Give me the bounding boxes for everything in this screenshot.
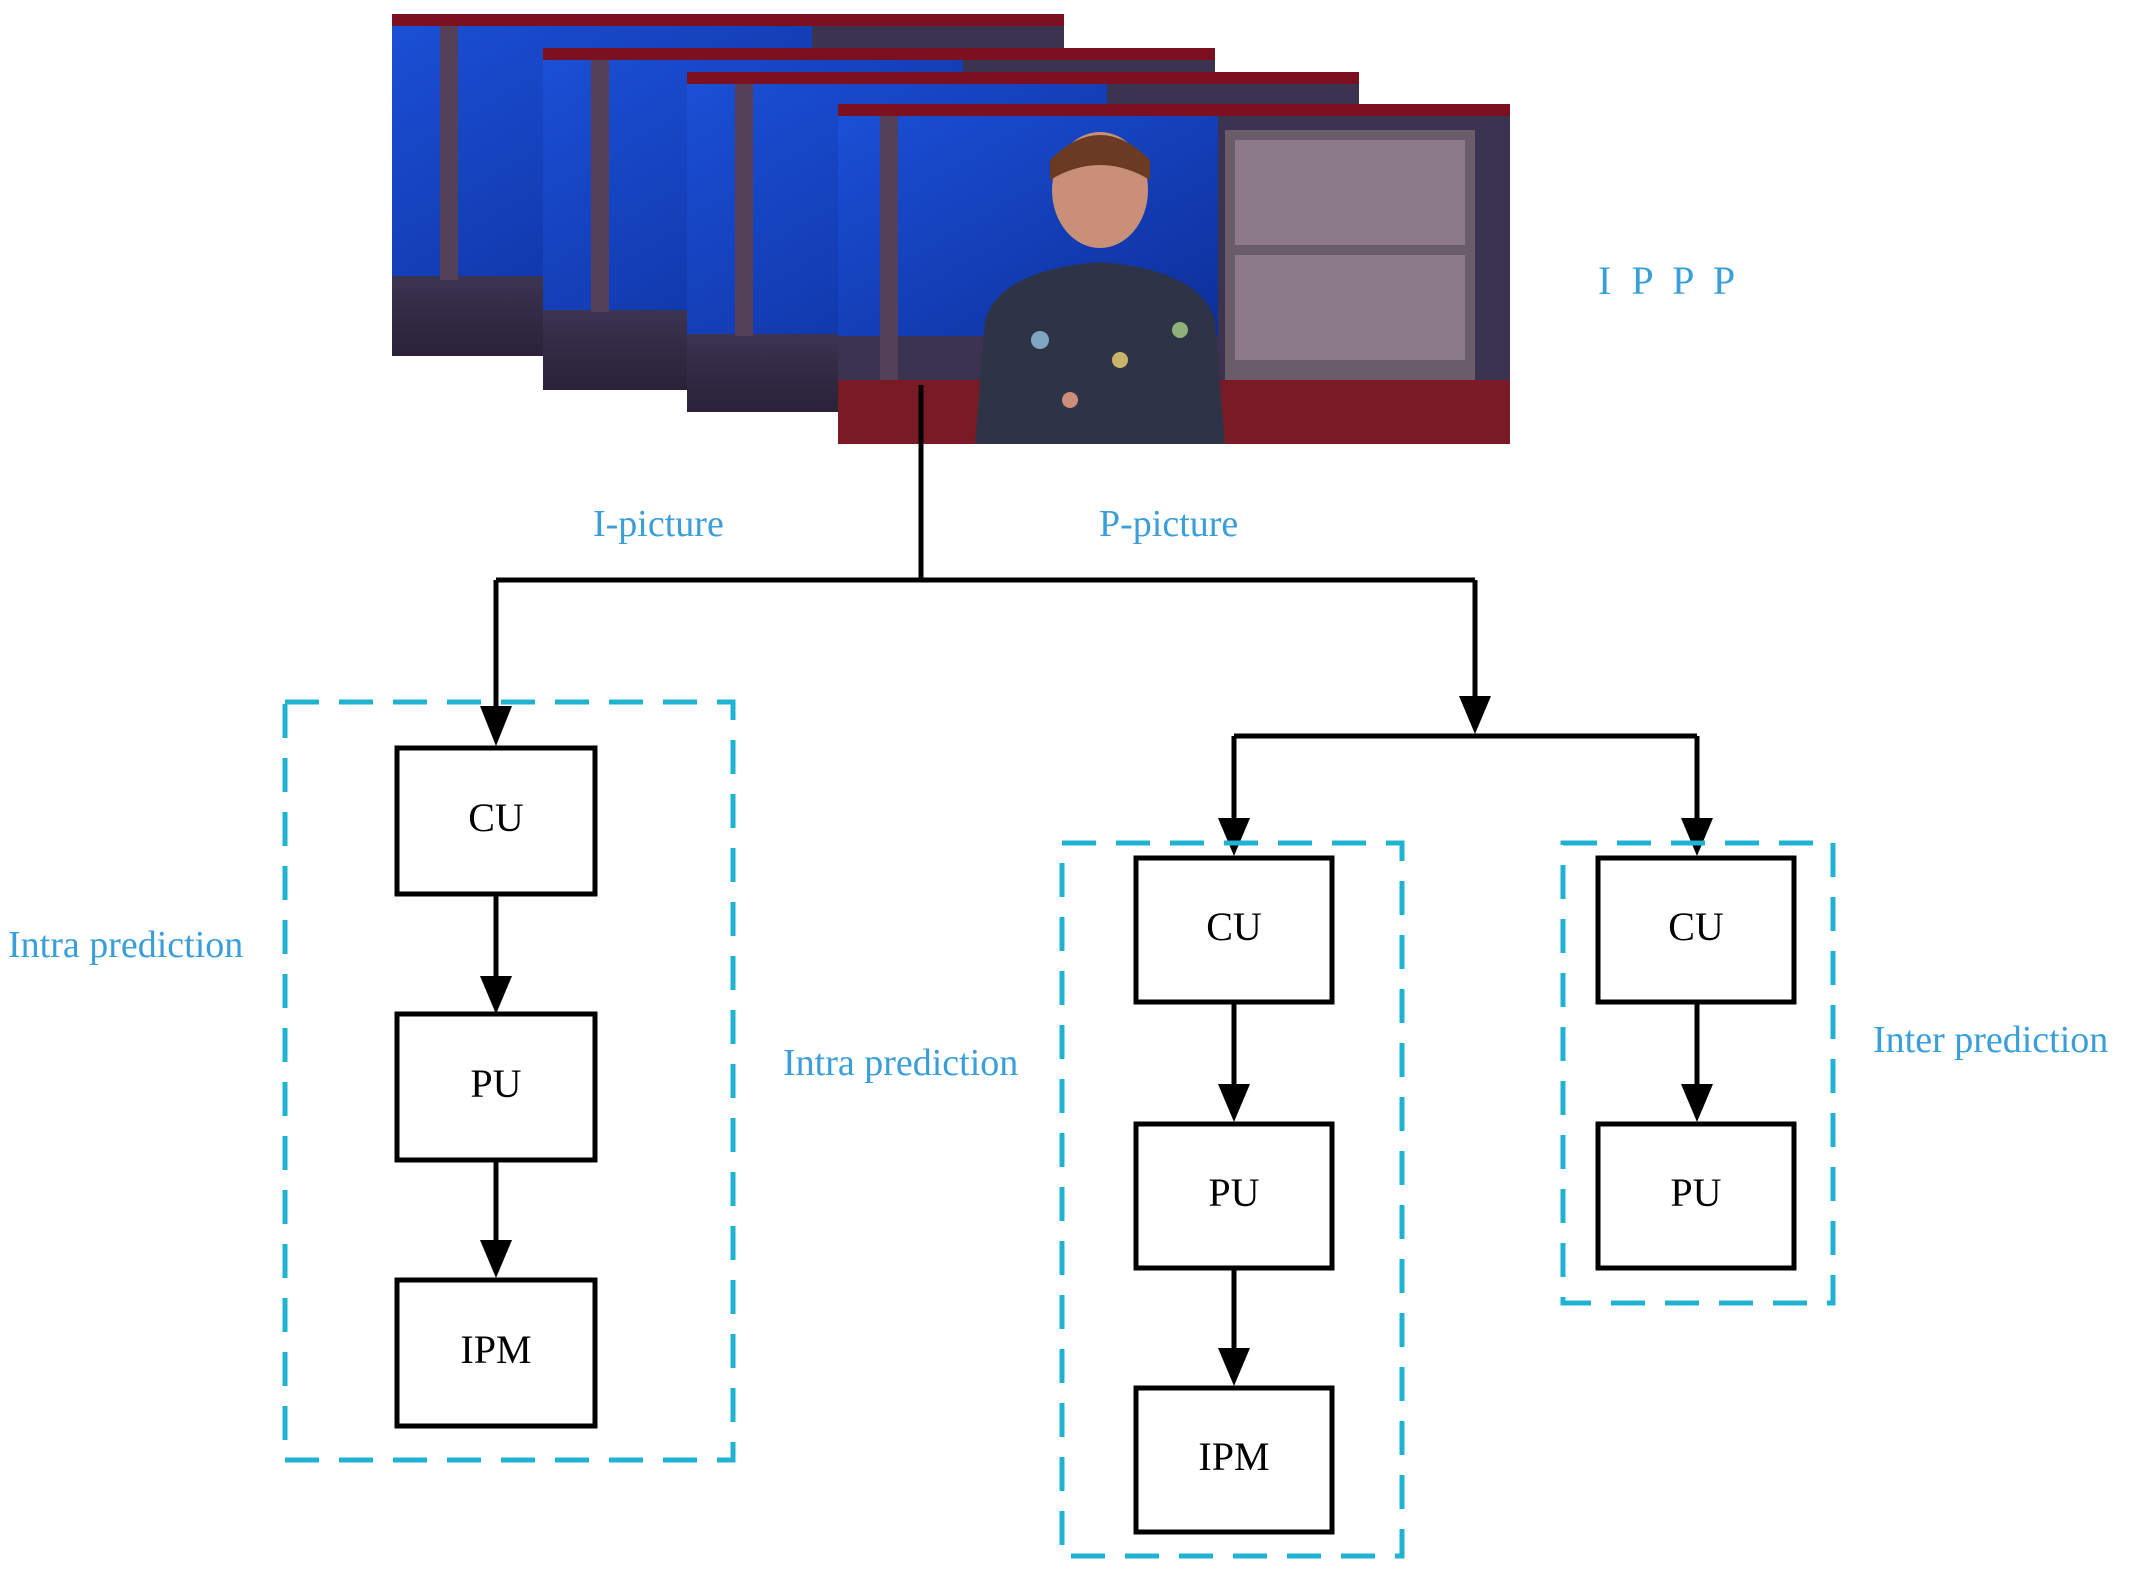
group-label-right: Inter prediction (1873, 1019, 2108, 1061)
frame-sequence-label: I P P P (1598, 258, 1735, 303)
intra-prediction-group-left: Intra prediction CU PU IPM (8, 699, 736, 1463)
group-label-middle: Intra prediction (783, 1042, 1018, 1084)
group-label-left: Intra prediction (8, 924, 243, 966)
box-cu-left: CU (394, 745, 598, 897)
inter-prediction-group-right: Inter prediction CU PU (1560, 840, 2108, 1306)
p-picture-label: P-picture (1099, 503, 1238, 545)
box-ipm-left: IPM (394, 1277, 598, 1429)
box-ipm-middle: IPM (1133, 1385, 1335, 1535)
svg-text:IPM: IPM (1198, 1434, 1269, 1479)
flow-connectors (480, 385, 1713, 1386)
intra-prediction-group-middle: Intra prediction CU PU IPM (783, 840, 1405, 1559)
box-pu-left: PU (394, 1011, 598, 1163)
i-picture-label: I-picture (593, 503, 724, 545)
svg-text:IPM: IPM (460, 1327, 531, 1372)
frame-stack (392, 14, 1510, 444)
box-pu-right: PU (1595, 1121, 1797, 1271)
video-frame-4 (838, 104, 1510, 444)
svg-text:PU: PU (1208, 1170, 1259, 1215)
svg-text:CU: CU (468, 795, 524, 840)
box-pu-middle: PU (1133, 1121, 1335, 1271)
svg-text:PU: PU (1670, 1170, 1721, 1215)
box-cu-middle: CU (1133, 855, 1335, 1005)
svg-text:PU: PU (470, 1061, 521, 1106)
svg-text:CU: CU (1206, 904, 1262, 949)
svg-text:CU: CU (1668, 904, 1724, 949)
box-cu-right: CU (1595, 855, 1797, 1005)
